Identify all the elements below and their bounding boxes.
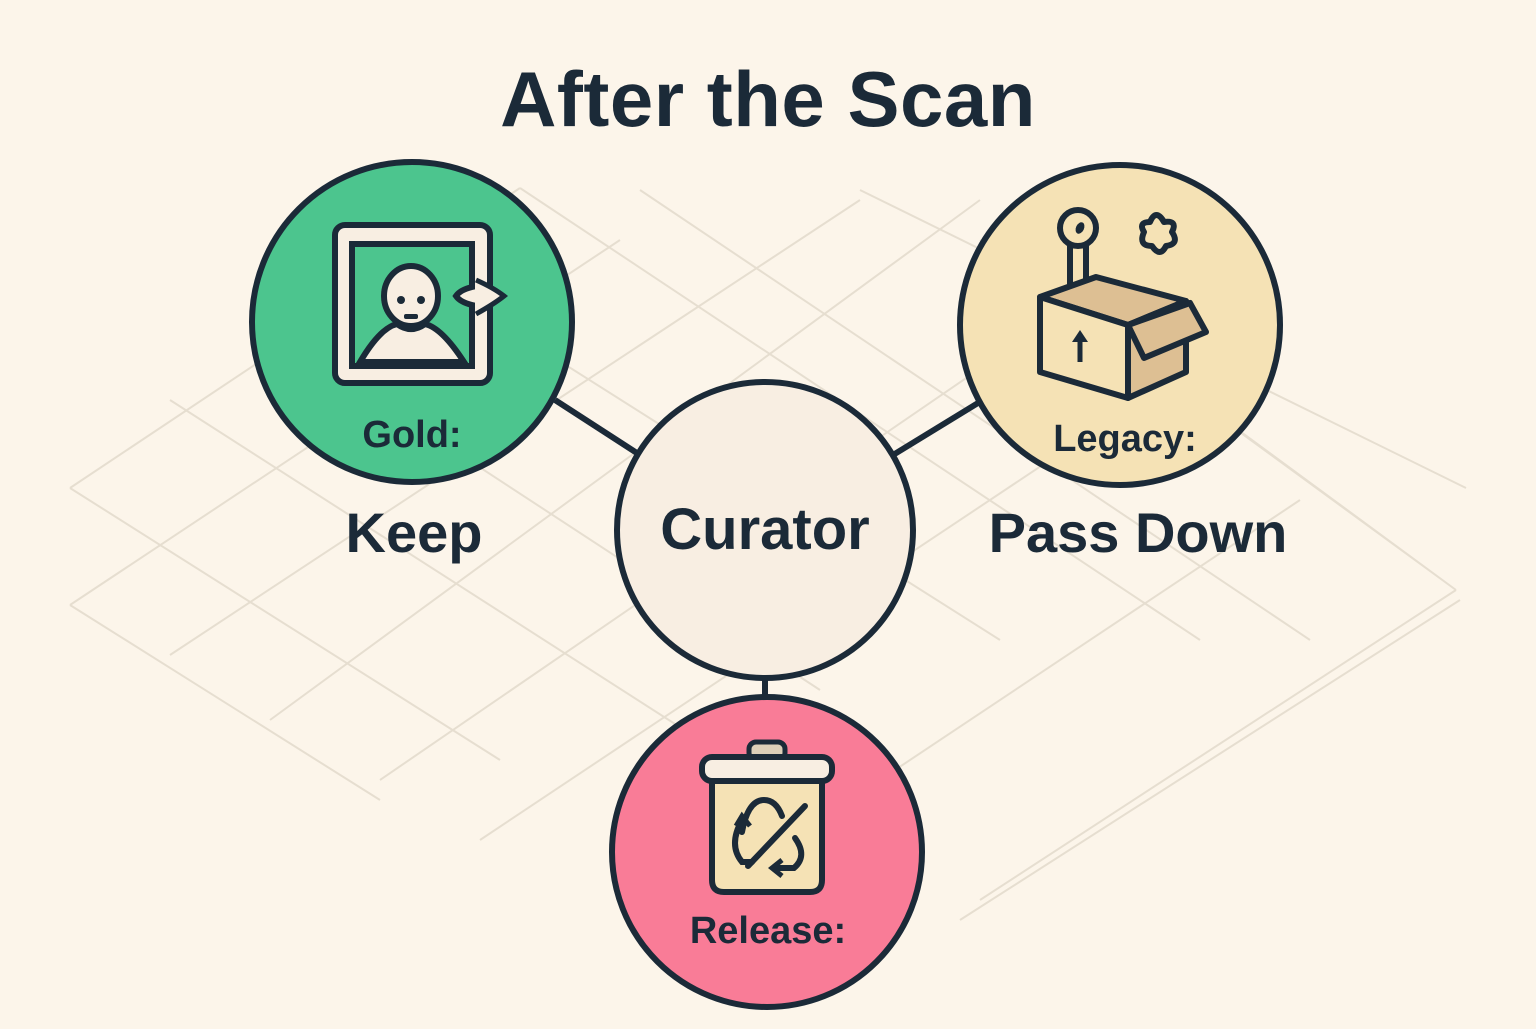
legacy-node-label: Legacy: xyxy=(1053,418,1197,460)
node-legacy xyxy=(957,162,1283,488)
connector-gold-curator xyxy=(553,397,642,458)
framed-portrait-icon xyxy=(332,222,509,386)
diagram-title: After the Scan xyxy=(500,55,1036,143)
recycle-bin-icon xyxy=(699,739,835,895)
gold-node-label: Gold: xyxy=(362,414,462,456)
connector-legacy-curator xyxy=(891,400,980,458)
release-node-label: Release: xyxy=(689,910,847,952)
node-gold xyxy=(249,159,575,485)
curator-node-label: Curator xyxy=(660,497,870,562)
key-box-flower-icon xyxy=(1037,207,1209,401)
legacy-node-caption: Pass Down xyxy=(988,501,1288,564)
node-release xyxy=(609,694,925,1010)
node-curator xyxy=(614,379,916,681)
gold-node-caption: Keep xyxy=(345,501,483,564)
